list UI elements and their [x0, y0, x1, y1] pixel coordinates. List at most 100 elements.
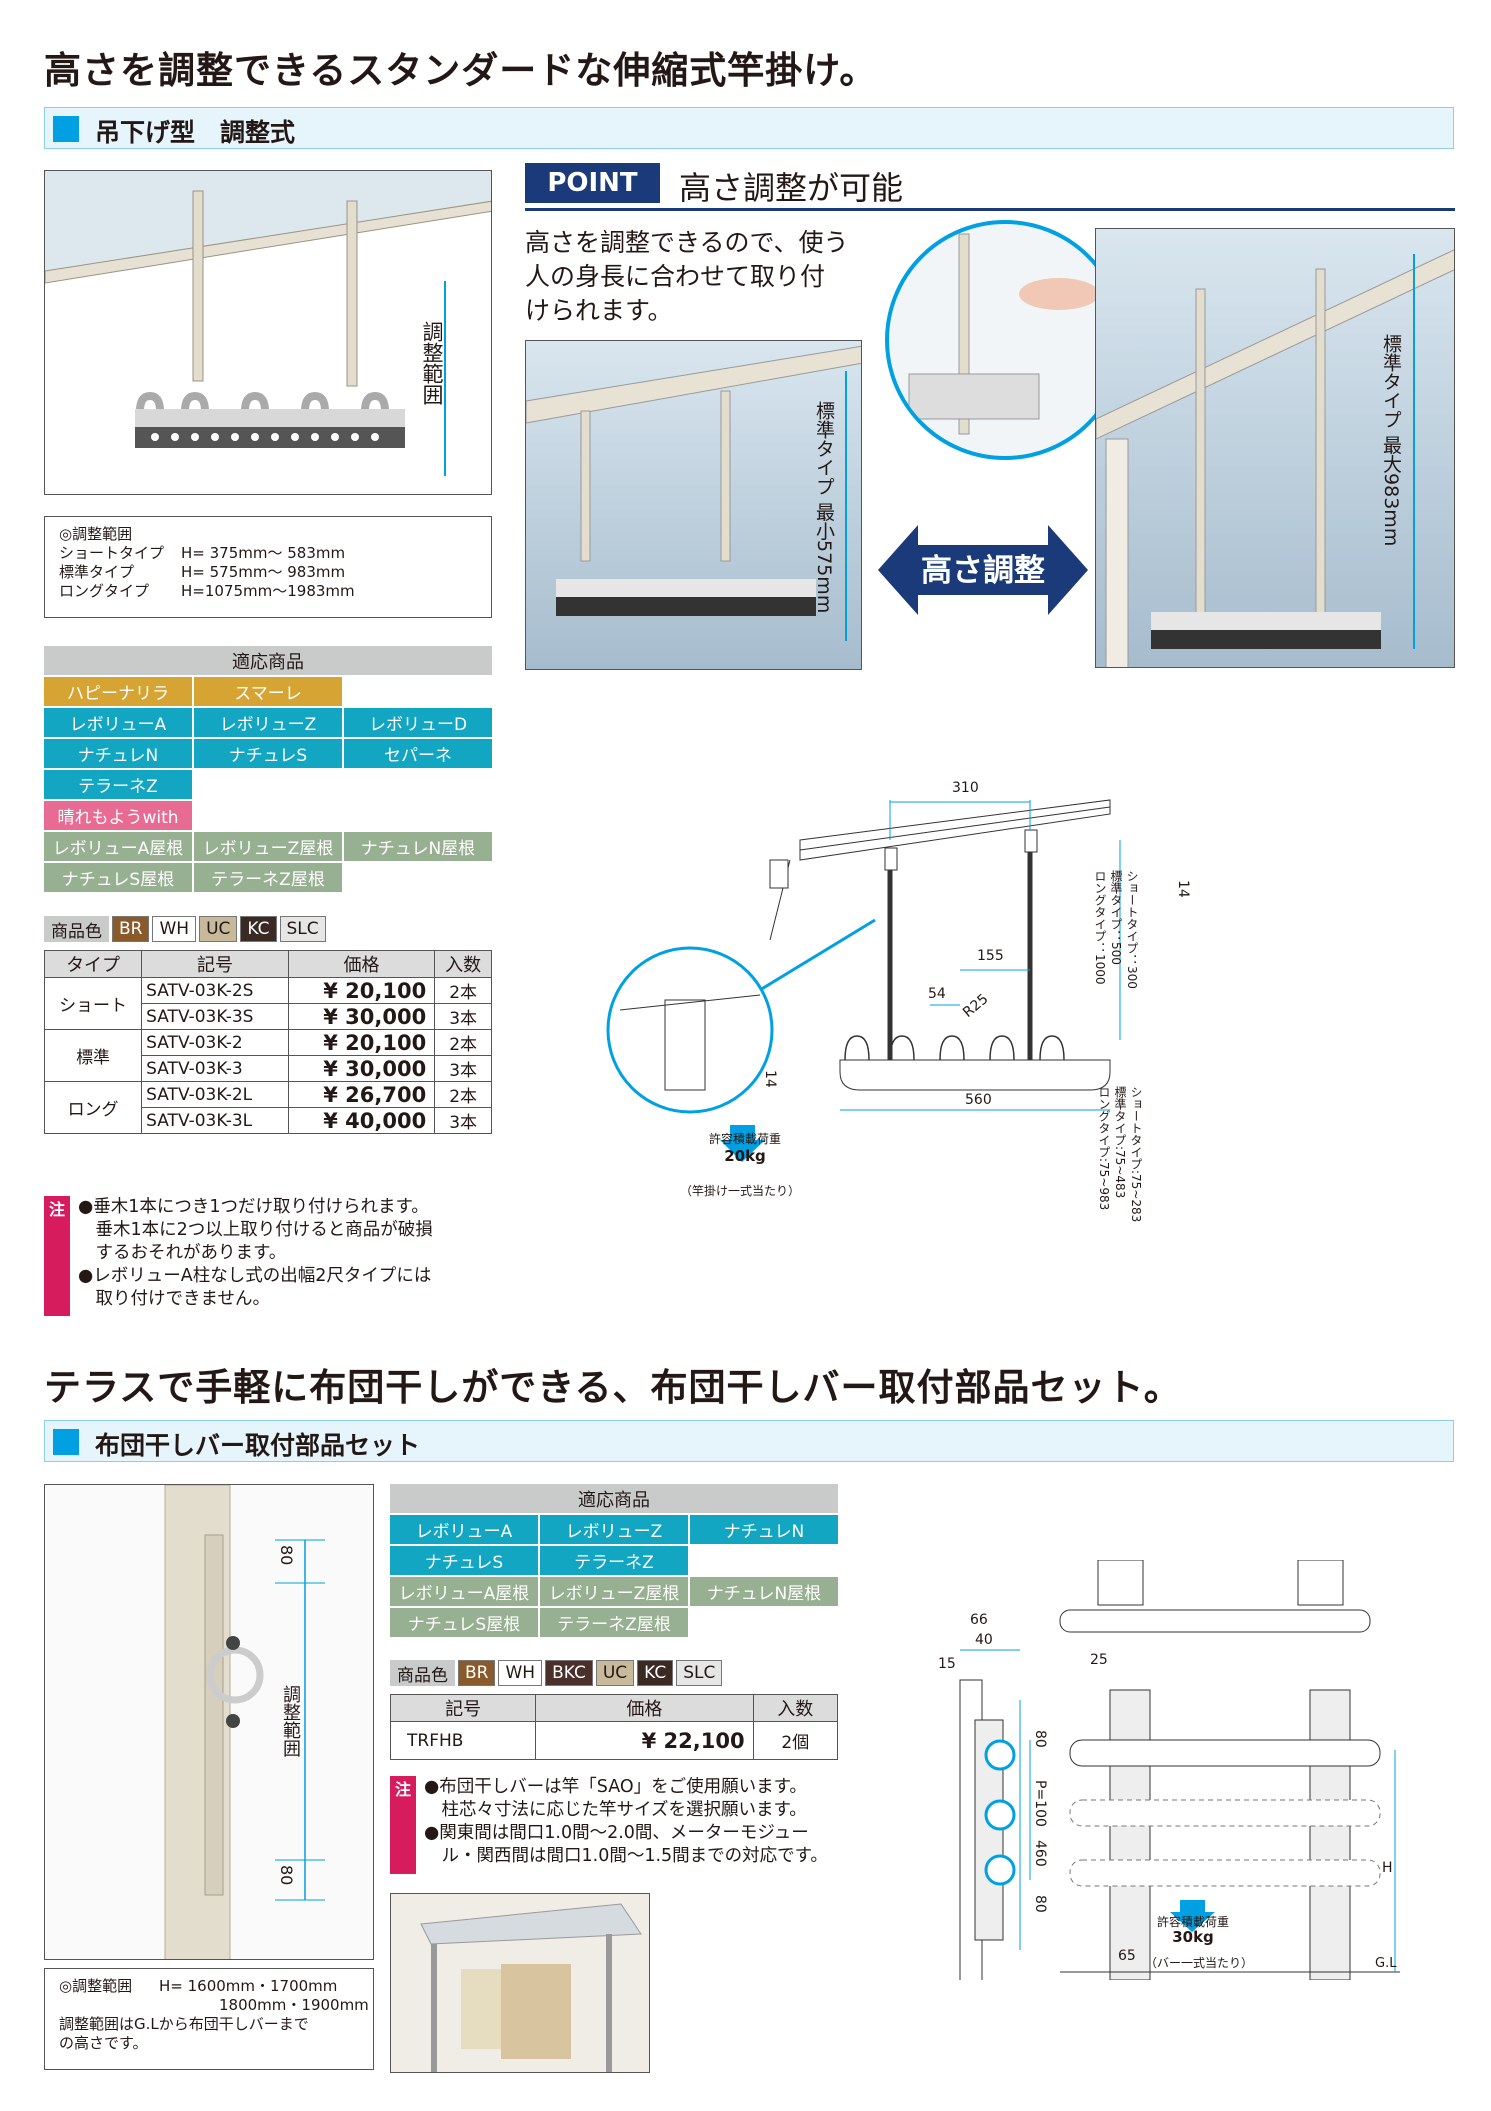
- color-swatch-bkc: BKC: [545, 1660, 593, 1686]
- qty-cell: 2個: [752, 1721, 839, 1760]
- section-bar-2: 布団干しバー取付部品セット: [44, 1420, 1454, 1462]
- spec1-range: H=1075mm～1983mm: [181, 582, 355, 600]
- product-cell: [344, 677, 492, 706]
- th: 価格: [287, 950, 436, 978]
- qty-cell: 3本: [434, 1003, 492, 1030]
- note1-line: ●垂木1本につき1つだけ取り付けられます。: [78, 1197, 429, 1217]
- price-cell: ¥ 26,700: [287, 1081, 436, 1108]
- product-cell: テラーネZ: [540, 1546, 688, 1575]
- point-label: POINT: [525, 163, 660, 203]
- photo1-range-label: 調整範囲: [420, 321, 444, 405]
- color-swatch-br: BR: [112, 916, 150, 942]
- product-cell: レボリューZ: [540, 1515, 688, 1544]
- spec1-title: ◎調整範囲: [59, 525, 133, 543]
- d2-p100: P=100: [1032, 1780, 1048, 1827]
- product-cell: レボリューZ: [194, 708, 342, 737]
- product-cell: ナチュレN: [44, 739, 192, 768]
- hanger-illustration: [45, 171, 491, 476]
- spec2-note2: の高さです。: [59, 2034, 148, 2052]
- d2-65: 65: [1118, 1948, 1136, 1964]
- note1-line: 垂木1本に2つ以上取り付けると商品が破損: [78, 1220, 433, 1240]
- product-cell: [690, 1546, 838, 1575]
- point-photo-min: 標準タイプ 最小575mm: [525, 340, 862, 670]
- dimension-diagram-2: 66 40 15 25 80 P=100 460 80 65 H G.L 許容積…: [930, 1560, 1410, 1980]
- load-note-2: （バー一式当たり）: [1145, 1956, 1254, 1970]
- type-cell: ショート: [43, 977, 143, 1030]
- note2-line: 柱芯々寸法に応じた竿サイズを選択願います。: [424, 1800, 807, 1820]
- dim-560: 560: [965, 1092, 992, 1108]
- d2-gl: G.L: [1375, 1956, 1397, 1971]
- height-adjust-label: 高さ調整: [921, 553, 1045, 589]
- load-value-2: 30kg: [1172, 1928, 1214, 1946]
- price-cell: ¥ 40,000: [287, 1107, 436, 1134]
- product-cell: [344, 801, 492, 830]
- dimension-diagram-1: 310 155 54 R25 560 14 14 ショートタイプ：300 標準タ…: [600, 770, 1191, 1223]
- d2-h: H: [1382, 1860, 1393, 1876]
- photo2-range-label: 調整範囲: [280, 1685, 301, 1757]
- spec1-type: ロングタイプ: [59, 582, 150, 600]
- qty-cell: 3本: [434, 1055, 492, 1082]
- d2-460: 460: [1032, 1840, 1048, 1867]
- type-cell: ロング: [43, 1081, 143, 1134]
- dim-310: 310: [952, 780, 979, 796]
- color-swatch-uc: UC: [595, 1660, 635, 1686]
- price-cell: ¥ 20,100: [287, 1029, 436, 1056]
- point-desc-line: けられます。: [525, 296, 673, 325]
- dim-155: 155: [977, 948, 1004, 964]
- type-bottom-line: ショートタイプ:75~283: [1129, 1086, 1143, 1223]
- d2-40: 40: [975, 1632, 993, 1648]
- point-desc-line: 人の身長に合わせて取り付: [525, 262, 826, 291]
- qty-cell: 2本: [434, 1029, 492, 1056]
- section-title-2: 布団干しバー取付部品セット: [95, 1431, 421, 1460]
- product-cell: 晴れもようwith: [44, 801, 192, 830]
- product-cell: セパーネ: [344, 739, 492, 768]
- note1-tag: 注: [44, 1196, 70, 1316]
- spec1-range: H= 575mm～ 983mm: [181, 563, 346, 581]
- type-top-line: ショートタイプ：300: [1125, 870, 1139, 989]
- product-cell: ナチュレS: [390, 1546, 538, 1575]
- product-photo-2: 80 80 調整範囲: [44, 1484, 374, 1960]
- spec2-title: ◎調整範囲: [59, 1977, 133, 1995]
- type-cell: 標準: [43, 1029, 143, 1082]
- th: タイプ: [43, 950, 143, 978]
- th: 入数: [434, 950, 492, 978]
- dim-14: 14: [1175, 880, 1191, 898]
- product-cell: ナチュレS屋根: [390, 1608, 538, 1637]
- code-cell: SATV-03K-3L: [141, 1107, 289, 1134]
- max-height-label: 標準タイプ 最大983mm: [1380, 334, 1402, 547]
- note2-line: ●関東間は間口1.0間～2.0間、メーターモジュー: [424, 1823, 809, 1843]
- load-note-1: （竿掛け一式当たり）: [680, 1184, 801, 1198]
- spec2-range1: H= 1600mm・1700mm: [159, 1977, 338, 1995]
- section-square-icon: [53, 1429, 79, 1455]
- photo2-dim-top: 80: [277, 1545, 296, 1566]
- color-label: 商品色: [44, 916, 109, 942]
- headline-2: テラスで手軽に布団干しができる、布団干しバー取付部品セット。: [44, 1366, 1182, 1409]
- th: 記号: [141, 950, 289, 978]
- color-swatch-wh: WH: [152, 916, 197, 942]
- types-top: ショートタイプ：300 標準タイプ：500 ロングタイプ：1000: [1092, 870, 1140, 989]
- min-height-label: 標準タイプ 最小575mm: [813, 401, 835, 614]
- product-cell: [344, 770, 492, 799]
- product-cell: レボリューA: [44, 708, 192, 737]
- price-table-2: 記号 価格 入数 TRFHB ¥ 22,100 2個: [389, 1694, 839, 1760]
- point-photo-max: 標準タイプ 最大983mm: [1095, 228, 1455, 668]
- product-photo-1: 調整範囲: [44, 170, 492, 495]
- note2-line: ●布団干しバーは竿「SAO」をご使用願います。: [424, 1777, 807, 1797]
- product-cell: レボリューA屋根: [44, 832, 192, 861]
- product-cell: ナチュレN屋根: [690, 1577, 838, 1606]
- d2-80b: 80: [1032, 1895, 1048, 1913]
- type-bottom-line: 標準タイプ:75~483: [1113, 1086, 1127, 1199]
- product-cell: ナチュレS屋根: [44, 863, 192, 892]
- product-cell: ナチュレS: [194, 739, 342, 768]
- code-cell: SATV-03K-3S: [141, 1003, 289, 1030]
